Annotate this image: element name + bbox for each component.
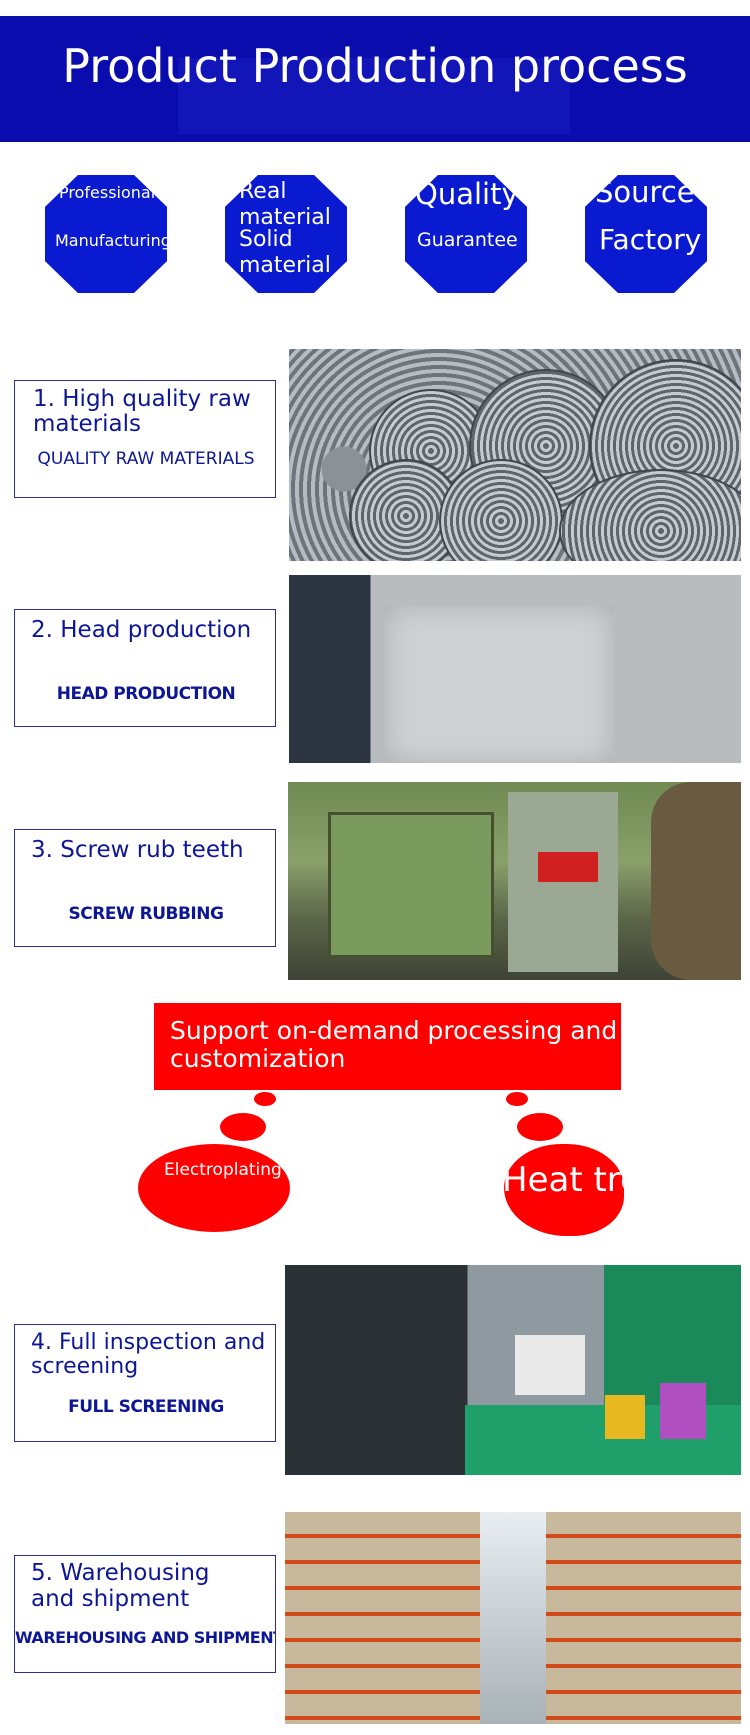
bubble-electroplating: Electroplating <box>138 1144 290 1232</box>
header-banner: Product Production process <box>0 16 750 142</box>
bubble-heat-treatment: Heat treatment <box>504 1144 624 1236</box>
step-title: 3. Screw rub teeth <box>31 837 244 863</box>
photo-warehouse-shelves <box>285 1512 741 1724</box>
badge-real-material: Real material Solid material <box>225 175 347 293</box>
step-card-screw-rubbing: 3. Screw rub teeth SCREW RUBBING <box>14 829 276 947</box>
step-subtitle: SCREW RUBBING <box>68 904 224 924</box>
step-title: 4. Full inspection and screening <box>31 1330 266 1379</box>
customization-banner: Support on-demand processing and customi… <box>154 1003 621 1090</box>
bubble-text: Heat treatment <box>504 1160 624 1200</box>
step-title: 5. Warehousing and shipment <box>31 1560 210 1612</box>
step-card-full-screening: 4. Full inspection and screening FULL SC… <box>14 1324 276 1442</box>
page-title: Product Production process <box>62 39 688 93</box>
badge-line1: Real material <box>239 179 331 230</box>
bubble-dot-large-left <box>220 1113 266 1141</box>
photo-thread-rolling-machine <box>288 782 741 980</box>
step-card-head-production: 2. Head production HEAD PRODUCTION <box>14 609 276 727</box>
step-subtitle: FULL SCREENING <box>68 1397 224 1417</box>
badge-line1: Quality <box>415 177 519 211</box>
header-glow <box>178 58 570 134</box>
step-card-warehousing: 5. Warehousing and shipment WAREHOUSING … <box>14 1555 276 1673</box>
badge-quality-guarantee: Quality Guarantee <box>405 175 527 293</box>
badge-professional-manufacturing: Professional Manufacturing <box>45 175 167 293</box>
badge-line2: Solid material <box>239 227 331 278</box>
badge-source-factory: Source Factory <box>585 175 707 293</box>
bubble-dot-small-left <box>254 1092 276 1106</box>
bubble-dot-small-right <box>506 1092 528 1106</box>
badge-line2: Guarantee <box>417 229 518 251</box>
step-title: 2. Head production <box>31 617 252 643</box>
badge-line1: Source <box>595 175 695 209</box>
customization-text: Support on-demand processing and customi… <box>170 1016 618 1073</box>
bubble-dot-large-right <box>517 1113 563 1141</box>
step-subtitle: WAREHOUSING AND SHIPMENT <box>15 1628 276 1647</box>
step-title: 1. High quality raw materials <box>33 386 251 437</box>
badge-line1: Professional <box>59 183 156 202</box>
photo-wire-coils <box>289 349 741 561</box>
step-subtitle: HEAD PRODUCTION <box>56 684 236 704</box>
bubble-text: Electroplating <box>164 1160 282 1180</box>
step-subtitle: QUALITY RAW MATERIALS <box>37 449 255 469</box>
step-card-raw-materials: 1. High quality raw materials QUALITY RA… <box>14 380 276 498</box>
photo-head-machine <box>289 575 741 763</box>
badge-line2: Factory <box>599 223 702 256</box>
photo-inspection-area <box>285 1265 741 1475</box>
badge-line2: Manufacturing <box>55 231 167 250</box>
